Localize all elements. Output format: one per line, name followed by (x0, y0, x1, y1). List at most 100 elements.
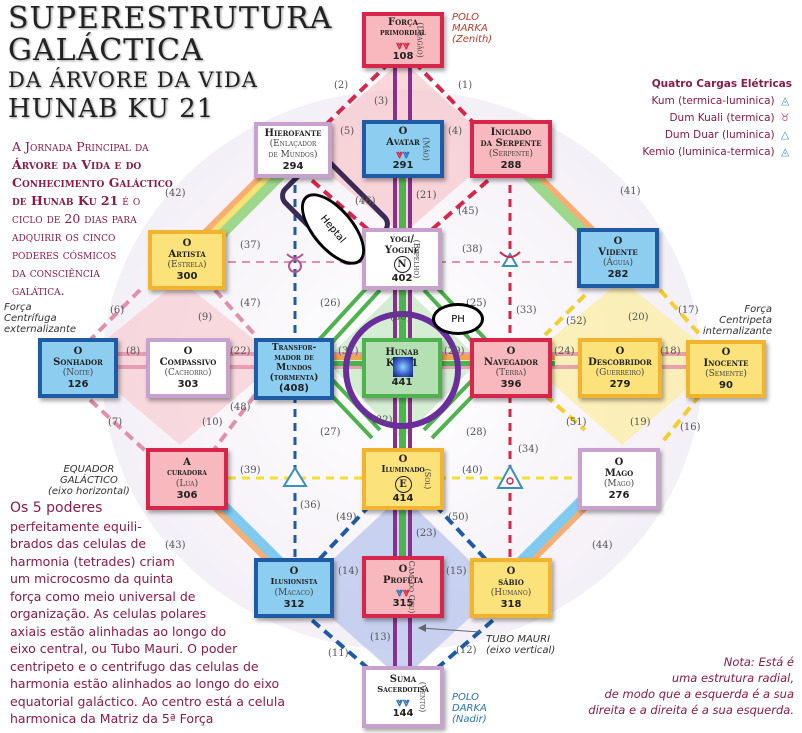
path-label: (34) (518, 444, 539, 455)
summary-line: harmonia estão alinhados ao longo do eix… (10, 676, 280, 691)
heptal-label: Heptal (318, 212, 348, 246)
path-label: (46) (355, 196, 376, 207)
path-label: (13) (370, 632, 391, 643)
pole-line: (Zenith) (452, 34, 493, 45)
box-name: O (289, 565, 299, 577)
box-name: O (182, 237, 192, 249)
path-label: (33) (516, 305, 537, 316)
box-curadora[interactable]: A curadora (Lua) 306 (146, 448, 228, 510)
path-label: (11) (328, 648, 349, 659)
path-label: (2) (334, 80, 349, 91)
box-descobridor[interactable]: O Descobridor (Guerreiro) 279 (578, 338, 662, 398)
triangle-icon: △ (780, 129, 790, 141)
box-vidente[interactable]: O Vidente (Águia) 282 (577, 228, 659, 288)
box-mago[interactable]: O Mago (Mago) 276 (578, 448, 660, 510)
box-name: O (613, 235, 623, 247)
box-inocente[interactable]: O Inocente (Semente) 90 (686, 340, 766, 398)
glyph-n-icon: N (393, 255, 411, 273)
summary-line: eixo central, ou Tubo Mauri. O poder (10, 641, 238, 656)
path-label: (50) (448, 512, 469, 523)
box-iniciado-da-serpente[interactable]: Iniciado da Serpente (Serpente) 288 (470, 120, 552, 178)
box-suma-sacerdotisa[interactable]: Suma Sacerdotisa ⩔⩔ 144 (Vento) (362, 666, 444, 728)
box-name: O (721, 346, 731, 358)
box-iluminado[interactable]: O Iluminado E 414 (Sol) (362, 448, 444, 510)
box-name: Yogine (384, 244, 420, 256)
box-avatar[interactable]: O Avatar ⩔⩔ 291 (Mão) (362, 120, 444, 178)
box-number: 276 (608, 489, 630, 501)
box-artista[interactable]: O Artista (Estrela) 300 (148, 230, 226, 290)
box-sonhador[interactable]: O Sonhador (Noite) 126 (38, 338, 118, 398)
path-label: (31) (338, 346, 359, 357)
path-label: (23) (416, 528, 437, 539)
box-forca-primordial[interactable]: Força primordial ⩔⩔ 108 (Dragão) (362, 12, 444, 68)
box-subtitle: (Humano) (490, 587, 532, 598)
box-hunab-ku-21[interactable]: Hunab Ku 21 441 (362, 338, 442, 398)
legend-label: Kum (termica-luminica) (651, 95, 775, 107)
box-side-label: (Vento) (418, 681, 428, 713)
ph-annotation[interactable]: PH (432, 303, 484, 335)
box-name: Sacerdotisa (377, 685, 429, 695)
pole-line: POLO (452, 12, 480, 23)
box-sabio[interactable]: O sábio (Humano) 318 (470, 558, 552, 618)
box-subtitle: (Enlaçador (269, 138, 317, 149)
box-ilusionista[interactable]: O Ilusionista (Macaco) 312 (254, 558, 334, 618)
path-label: (47) (240, 298, 261, 309)
path-label: (38) (462, 244, 483, 255)
pole-line: MARKA (452, 23, 488, 34)
summary-line: organização. As celulas polares (10, 606, 207, 621)
box-number: 396 (500, 378, 522, 390)
label-line: internalizante (702, 326, 772, 337)
box-yogi-yogine[interactable]: yogi/ Yogine N 402 (Espelho) (362, 228, 442, 290)
summary-paragraph: Os 5 poderes perfeitamente equili- brado… (10, 500, 285, 728)
box-subtitle: (Guerreiro) (595, 367, 645, 378)
box-profeta[interactable]: O Profeta ⩔⩔ 315 Cam. do Céu) (362, 556, 444, 618)
path-label: (43) (165, 540, 186, 551)
summary-line: um microcosmo da quinta (10, 571, 174, 586)
triangle-loop-symbol-ne (499, 251, 521, 272)
path-label: (19) (630, 417, 651, 428)
box-name: O (183, 345, 193, 357)
legend-item: Kemio (luminica-termica) ◬ (562, 144, 792, 161)
note-line: direita e a direita é a sua esquerda. (588, 703, 794, 717)
box-name: Hunab (385, 347, 419, 358)
summary-line: centripeto e o centrifugo das celulas de (10, 658, 259, 674)
box-navegador[interactable]: O Navegador (Terra) 396 (470, 338, 552, 398)
path-label: (32) (372, 415, 393, 426)
box-hierofante[interactable]: Hierofante (Enlaçador de Mundos) 294 (254, 122, 332, 178)
box-side-label: (Sol) (423, 468, 433, 490)
note-line: uma estrutura radial, (671, 671, 794, 685)
path-label: (16) (680, 422, 701, 433)
label-line: EQUADOR (63, 464, 115, 475)
legend-label: Kemio (luminica-termica) (642, 146, 775, 158)
box-compassivo[interactable]: O Compassivo (Cachorro) 303 (146, 338, 230, 398)
pole-line: POLO (452, 692, 480, 703)
path-label: (52) (566, 316, 587, 327)
box-subtitle: (Lua) (175, 478, 199, 489)
summary-line: Os 5 poderes (10, 500, 103, 516)
box-name: O (398, 126, 408, 137)
box-number: 312 (283, 598, 305, 610)
box-name: Mundos (276, 363, 312, 373)
box-subtitle: (Serpente) (488, 148, 534, 159)
intro-line: de Hunab Ku 21 (12, 193, 119, 208)
box-name: curadora (167, 467, 207, 478)
path-label: (48) (230, 402, 251, 413)
box-number: 441 (391, 377, 413, 388)
box-name: Vidente (598, 246, 638, 258)
triangle-symbol-sw (282, 466, 308, 487)
box-transformador-de-mundos[interactable]: Transfor- mador de Mundos (tormenta) (40… (254, 338, 334, 400)
box-name: Navegador (483, 356, 539, 368)
box-name: O (506, 345, 516, 357)
box-name: Sonhador (53, 356, 103, 368)
box-name: Inocente (703, 357, 749, 369)
label-line: TUBO MAURI (486, 634, 551, 645)
intro-paragraph: A Jornada Principal da Árvore da Vida e … (12, 138, 173, 300)
path-label: (29) (444, 346, 465, 357)
box-side-label: (Espelho) (412, 239, 422, 279)
summary-line: harmonica da Matriz da 5ª Força (10, 711, 214, 726)
intro-line: da consciência (12, 265, 100, 280)
box-subtitle: (Estrela) (167, 259, 207, 270)
path-label: (14) (338, 566, 359, 577)
label-line: externalizante (4, 324, 77, 335)
legend-item: Dum Kuali (termica) ♉ (562, 110, 792, 127)
